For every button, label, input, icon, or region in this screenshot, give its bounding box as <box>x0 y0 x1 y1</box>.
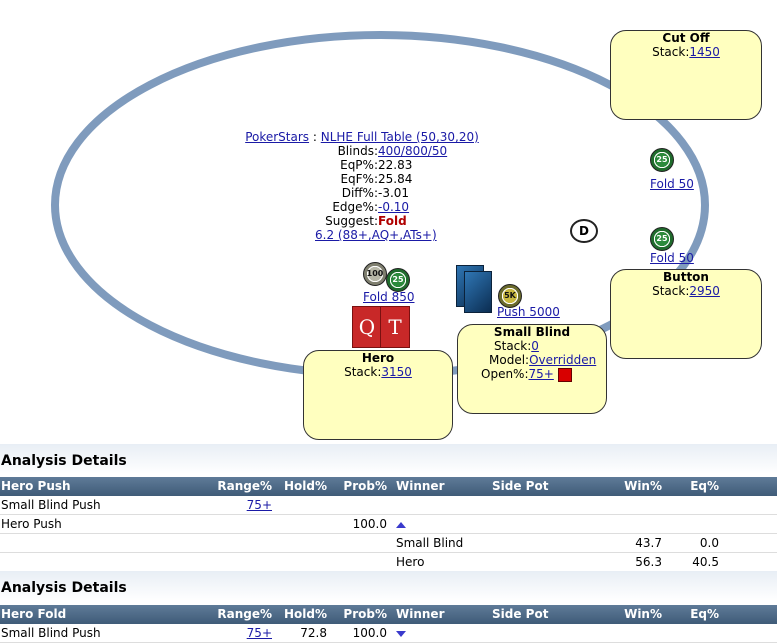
diff-label: Diff%: <box>341 186 378 200</box>
open-color-swatch[interactable] <box>557 367 572 382</box>
cell-win: 56.3 <box>635 555 662 569</box>
seat-small-blind-stack-link[interactable]: 0 <box>531 339 539 353</box>
cell-hold: 72.8 <box>300 626 327 640</box>
site-link[interactable]: PokerStars <box>245 130 310 144</box>
hero-card-ten-icon: T <box>380 306 410 348</box>
col-hold: Hold% <box>283 607 327 621</box>
col-hold: Hold% <box>283 479 327 493</box>
col-win: Win% <box>624 479 662 493</box>
seat-cutoff-stack-label: Stack: <box>652 45 690 59</box>
analysis-table-fold: Hero Fold Range% Hold% Prob% Winner Side… <box>0 605 777 643</box>
hero-chip-25-icon: 25 <box>386 268 410 292</box>
seat-hero-stack-link[interactable]: 3150 <box>381 365 412 379</box>
small-blind-action-link[interactable]: Push 5000 <box>497 305 560 319</box>
cell-prob: 100.0 <box>352 626 387 640</box>
seat-cutoff-stack-link[interactable]: 1450 <box>689 45 720 59</box>
col-win: Win% <box>624 607 662 621</box>
analysis-table-push: Hero Push Range% Hold% Prob% Winner Side… <box>0 477 777 572</box>
seat-button-stack-label: Stack: <box>652 284 690 298</box>
cutoff-action-link[interactable]: Fold 50 <box>650 177 694 191</box>
seat-cutoff-name: Cut Off <box>662 31 710 45</box>
col-scenario: Hero Fold <box>1 607 67 621</box>
blinds-link[interactable]: 400/800/50 <box>378 144 448 158</box>
table-row: Hero Push 100.0 <box>0 515 777 534</box>
seat-small-blind-model-link[interactable]: Overridden <box>529 353 597 367</box>
button-action-link[interactable]: Fold 50 <box>650 251 694 265</box>
eqf-label: EqF%: <box>340 172 378 186</box>
analysis-title-fold: Analysis Details <box>0 571 777 601</box>
col-prob: Prob% <box>343 479 387 493</box>
seat-small-blind-name: Small Blind <box>493 325 571 339</box>
seat-cutoff: Cut Off Stack:1450 <box>610 30 762 120</box>
col-winner: Winner <box>396 607 445 621</box>
col-prob: Prob% <box>343 607 387 621</box>
seat-small-blind-stack-label: Stack: <box>494 339 532 353</box>
seat-hero-name: Hero <box>361 351 395 365</box>
collapse-arrow-icon[interactable] <box>396 521 406 528</box>
hero-range-link[interactable]: 6.2 (88+,AQ+,ATs+) <box>315 228 437 242</box>
cell-win: 43.7 <box>635 536 662 550</box>
cell-scenario: Small Blind Push <box>1 626 101 640</box>
table-row: Small Blind Push 75+ <box>0 496 777 515</box>
cell-scenario: Hero Push <box>1 517 62 531</box>
col-winner: Winner <box>396 479 445 493</box>
cell-prob: 100.0 <box>352 517 387 531</box>
col-eq: Eq% <box>690 607 719 621</box>
hero-chip-100-icon: 100 <box>363 262 387 286</box>
seat-small-blind: Small Blind Stack:0 Model:Overridden Ope… <box>457 324 607 414</box>
blinds-label: Blinds: <box>337 144 378 158</box>
diff-value: -3.01 <box>378 186 410 200</box>
analysis-header-row: Hero Fold Range% Hold% Prob% Winner Side… <box>0 605 777 624</box>
range-link[interactable]: 75+ <box>246 626 272 640</box>
col-side-pot: Side Pot <box>492 607 549 621</box>
analysis-title-push: Analysis Details <box>0 444 777 474</box>
table-row: Small Blind 43.7 0.0 <box>0 534 777 553</box>
eqp-label: EqP%: <box>340 158 378 172</box>
suggest-value: Fold <box>378 214 407 228</box>
eqf-value: 25.84 <box>378 172 413 186</box>
deck-icon-back <box>464 271 492 313</box>
dealer-button-icon: D <box>570 219 598 243</box>
seat-small-blind-open-link[interactable]: 75+ <box>528 367 554 381</box>
table-row: Hero 56.3 40.5 <box>0 553 777 572</box>
hero-action-link[interactable]: Fold 850 <box>363 290 415 304</box>
seat-small-blind-open-label: Open%: <box>481 367 529 381</box>
edge-label: Edge%: <box>332 200 378 214</box>
seat-small-blind-model-label: Model: <box>489 353 530 367</box>
cell-winner: Hero <box>396 555 425 569</box>
seat-button: Button Stack:2950 <box>610 269 762 359</box>
edge-link[interactable]: -0.10 <box>378 200 410 214</box>
col-range: Range% <box>217 479 272 493</box>
hero-card-queen-icon: Q <box>352 306 382 348</box>
cell-eq: 0.0 <box>699 536 719 550</box>
col-eq: Eq% <box>690 479 719 493</box>
small-blind-chip-icon: 5K <box>498 284 522 308</box>
seat-button-name: Button <box>663 270 709 284</box>
suggest-label: Suggest: <box>325 214 378 228</box>
seat-hero: Hero Stack:3150 <box>303 350 453 440</box>
cutoff-chip-icon: 25 <box>650 148 674 172</box>
cell-scenario: Small Blind Push <box>1 498 101 512</box>
col-range: Range% <box>217 607 272 621</box>
col-side-pot: Side Pot <box>492 479 549 493</box>
table-row: Small Blind Push 75+ 72.8 100.0 <box>0 624 777 643</box>
button-chip-icon: 25 <box>650 227 674 251</box>
hand-info-panel: PokerStars : NLHE Full Table (50,30,20) … <box>245 130 479 242</box>
cell-eq: 40.5 <box>692 555 719 569</box>
seat-hero-stack-label: Stack: <box>344 365 382 379</box>
range-link[interactable]: 75+ <box>246 498 272 512</box>
table-structure-link[interactable]: NLHE Full Table (50,30,20) <box>320 130 479 144</box>
eqp-value: 22.83 <box>378 158 413 172</box>
seat-button-stack-link[interactable]: 2950 <box>689 284 720 298</box>
col-scenario: Hero Push <box>1 479 71 493</box>
expand-arrow-icon[interactable] <box>396 630 406 637</box>
cell-winner: Small Blind <box>396 536 464 550</box>
analysis-header-row: Hero Push Range% Hold% Prob% Winner Side… <box>0 477 777 496</box>
